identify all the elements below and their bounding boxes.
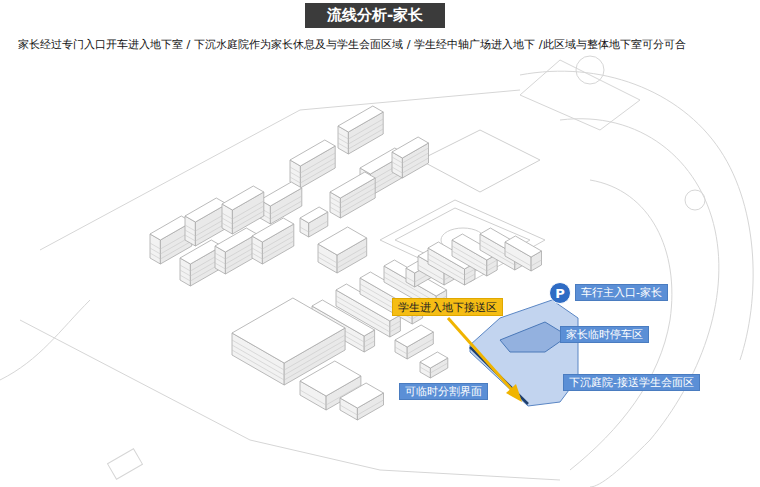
floor-line <box>185 218 227 236</box>
floor-line <box>505 251 542 266</box>
building-face <box>300 361 361 396</box>
roads <box>0 56 753 487</box>
road-line <box>570 180 672 470</box>
flow-arrow-head <box>506 384 522 402</box>
callout-text: 下沉庭院-接送学生会面区 <box>569 375 694 390</box>
floor-line <box>222 201 264 219</box>
icon-letter: P <box>555 286 565 301</box>
building-face <box>215 228 257 252</box>
callout-text: 家长临时停车区 <box>566 327 643 342</box>
building-face <box>300 207 328 223</box>
field-outline <box>520 60 640 130</box>
floor-line <box>215 246 257 264</box>
floor-line <box>340 400 384 415</box>
floor-line <box>318 246 367 263</box>
floor-line <box>185 213 227 231</box>
floor-line <box>260 196 302 214</box>
floor-line <box>330 188 375 208</box>
callout-text: 可临时分割界面 <box>405 384 482 399</box>
building-face <box>232 298 345 363</box>
floor-line <box>252 236 294 254</box>
title-bar: 流线分析-家长 <box>305 3 445 28</box>
building-face <box>260 182 302 206</box>
building-face <box>252 218 294 242</box>
round-plaza <box>576 56 604 84</box>
callout-box: 下沉庭院-接送学生会面区 <box>563 374 700 391</box>
callout-box: 学生进入地下接送区 <box>392 298 503 316</box>
floor-line <box>330 183 375 203</box>
site-edge <box>40 90 520 250</box>
floor-line <box>215 251 257 269</box>
floor-line <box>392 148 429 163</box>
callout-box: 家长临时停车区 <box>560 326 649 343</box>
floor-line <box>300 221 328 232</box>
building-face <box>185 198 227 222</box>
floor-line <box>185 223 227 241</box>
parking-icon: P <box>549 282 571 304</box>
road-line <box>0 300 90 380</box>
parking-volume <box>500 322 568 352</box>
court-outline <box>420 130 540 192</box>
floor-line <box>215 241 257 259</box>
flow-arrow-line <box>448 318 512 390</box>
road-line <box>560 119 719 487</box>
title-text: 流线分析-家长 <box>327 6 423 25</box>
floor-line <box>318 251 367 268</box>
building-face <box>392 137 429 158</box>
floor-line <box>395 339 433 354</box>
floor-line <box>338 124 383 144</box>
floor-line <box>222 206 264 224</box>
callout-text: 学生进入地下接送区 <box>398 300 497 315</box>
callout-box: 车行主入口-家长 <box>575 284 668 301</box>
building-face <box>330 172 375 198</box>
subtitle-note: 家长经过专门入口开车进入地下室 / 下沉水庭院作为家长休息及与学生会面区域 / … <box>18 37 686 52</box>
floor-line <box>290 153 335 173</box>
floor-line <box>252 231 294 249</box>
floor-line <box>290 158 335 178</box>
building-face <box>395 325 433 347</box>
floor-line <box>222 211 264 229</box>
floor-line <box>420 363 448 373</box>
building-face <box>340 383 384 408</box>
floor-line <box>260 201 302 219</box>
round-plaza <box>685 190 705 210</box>
buildings <box>150 106 542 420</box>
callout-box: 可临时分割界面 <box>399 383 488 400</box>
building-face <box>222 186 264 210</box>
callout-text: 车行主入口-家长 <box>581 285 662 300</box>
floor-line <box>252 241 294 259</box>
floor-line <box>338 119 383 139</box>
small-plot <box>108 449 143 480</box>
building-face <box>318 227 367 255</box>
